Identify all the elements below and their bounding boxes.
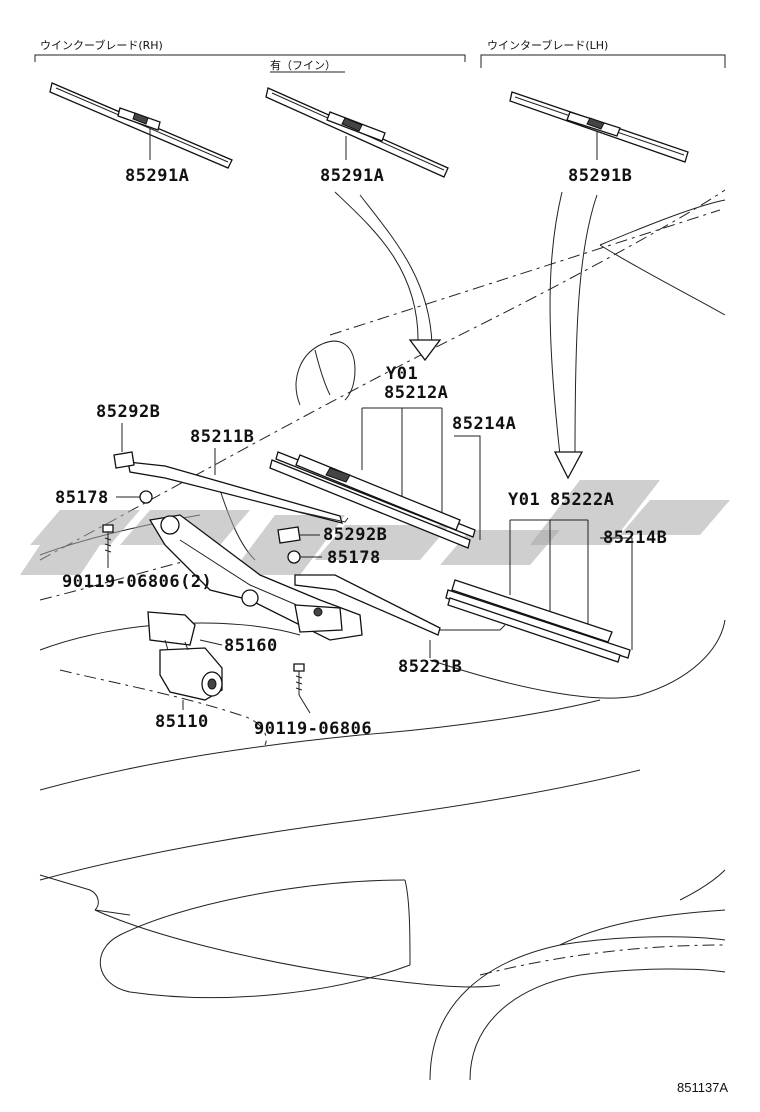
bolt-90119-06806-2: 90119-06806(2) xyxy=(62,524,212,592)
header-blade-lh: ウインターブレード(LH) xyxy=(487,38,608,52)
label-90119-06806-2: 90119-06806(2) xyxy=(62,572,212,592)
wiper-arm-85221B: 85221B xyxy=(294,574,506,677)
wiper-blade-rh-2: 85291A xyxy=(265,87,449,186)
wiper-linkage-85160: 85160 xyxy=(148,514,363,656)
blade-assembly-85212A: Y01 85212A 85214A xyxy=(269,364,516,549)
label-85222A: 85222A xyxy=(550,490,614,510)
nut-85178-2: 85178 xyxy=(287,548,381,568)
label-85291A-2: 85291A xyxy=(320,166,384,186)
header-blade-rh: ウインクーブレード(RH) xyxy=(40,38,163,52)
blade-assembly-85222A: Y01 85222A 85214B xyxy=(445,490,667,663)
bolt-90119-06806: 90119-06806 xyxy=(254,663,372,739)
label-85221B: 85221B xyxy=(398,657,462,677)
label-85292B-2: 85292B xyxy=(323,525,387,545)
label-85214B: 85214B xyxy=(603,528,667,548)
label-85160: 85160 xyxy=(224,636,278,656)
label-90119-06806: 90119-06806 xyxy=(254,719,372,739)
label-y01-lh: Y01 xyxy=(508,490,540,510)
guide-arrow-lh xyxy=(549,191,598,480)
label-y01-rh: Y01 xyxy=(386,364,418,384)
label-85178-1: 85178 xyxy=(55,488,109,508)
car-body-outline xyxy=(39,189,726,1081)
cap-85292B-1: 85292B xyxy=(96,402,160,469)
nut-85178-1: 85178 xyxy=(55,488,153,508)
header-bracket-rh: ウインクーブレード(RH) 有（フイン） xyxy=(34,38,466,73)
wiper-motor-85110: 85110 xyxy=(147,611,223,732)
cap-85292B-2: 85292B xyxy=(277,525,387,545)
label-85110: 85110 xyxy=(155,712,209,732)
label-85214A: 85214A xyxy=(452,414,516,434)
label-85291B: 85291B xyxy=(568,166,632,186)
label-85178-2: 85178 xyxy=(327,548,381,568)
guide-arrow-rh xyxy=(334,191,442,362)
header-blade-note: 有（フイン） xyxy=(270,58,336,72)
label-85292B-1: 85292B xyxy=(96,402,160,422)
wiper-arm-85211B: 85211B xyxy=(127,427,349,524)
figure-code: 851137A xyxy=(677,1080,728,1095)
header-bracket-lh: ウインターブレード(LH) xyxy=(480,38,726,68)
wiper-blade-rh-1: 85291A xyxy=(49,82,233,186)
wiper-blade-lh: 85291B xyxy=(509,91,689,186)
watermark-logo xyxy=(20,480,730,575)
label-85291A-1: 85291A xyxy=(125,166,189,186)
label-85212A: 85212A xyxy=(384,383,448,403)
label-85211B: 85211B xyxy=(190,427,254,447)
